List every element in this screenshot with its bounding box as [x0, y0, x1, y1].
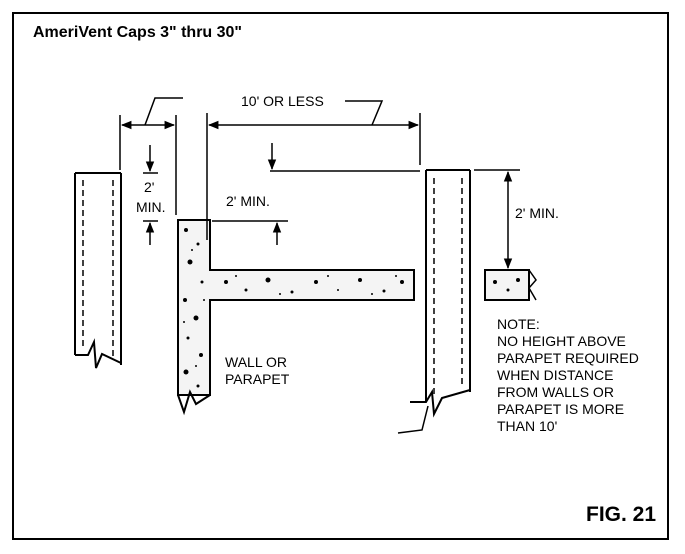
concrete-texture: [183, 228, 404, 388]
figure-title: AmeriVent Caps 3" thru 30": [33, 24, 243, 41]
note-block: NOTE: NO HEIGHT ABOVE PARAPET REQUIRED W…: [497, 316, 639, 434]
dimension-right-2ft-label: 2' MIN.: [515, 205, 559, 221]
note-line: PARAPET REQUIRED: [497, 350, 639, 366]
distant-parapet: [484, 269, 537, 301]
note-line: NOTE:: [497, 316, 540, 332]
left-vent-pipe: [74, 172, 122, 369]
note-line: NO HEIGHT ABOVE: [497, 333, 626, 349]
wall-parapet: [177, 219, 415, 416]
note-line: WHEN DISTANCE: [497, 367, 613, 383]
dimension-10ft: [206, 100, 421, 240]
note-line: PARAPET IS MORE: [497, 401, 624, 417]
wall-shape: [177, 219, 415, 396]
right-vent-pipe: [397, 169, 471, 434]
dimension-10ft-label: 10' OR LESS: [241, 93, 324, 109]
note-line: THAN 10': [497, 418, 557, 434]
dimension-center-2ft-label: 2' MIN.: [226, 193, 270, 209]
dimension-right-2ft: [474, 169, 520, 270]
note-line: FROM WALLS OR: [497, 384, 614, 400]
dimension-left-2ft: [143, 145, 158, 245]
wall-label-line-2: PARAPET: [225, 371, 290, 387]
wall-label-line-1: WALL OR: [225, 354, 287, 370]
dimension-center-2ft: [212, 143, 420, 245]
figure-label: FIG. 21: [586, 503, 657, 526]
dimension-left-spacing: [119, 97, 183, 215]
dimension-left-2ft-value: 2': [144, 179, 154, 195]
dimension-left-2ft-unit: MIN.: [136, 199, 166, 215]
wall-break-line: [177, 389, 211, 416]
